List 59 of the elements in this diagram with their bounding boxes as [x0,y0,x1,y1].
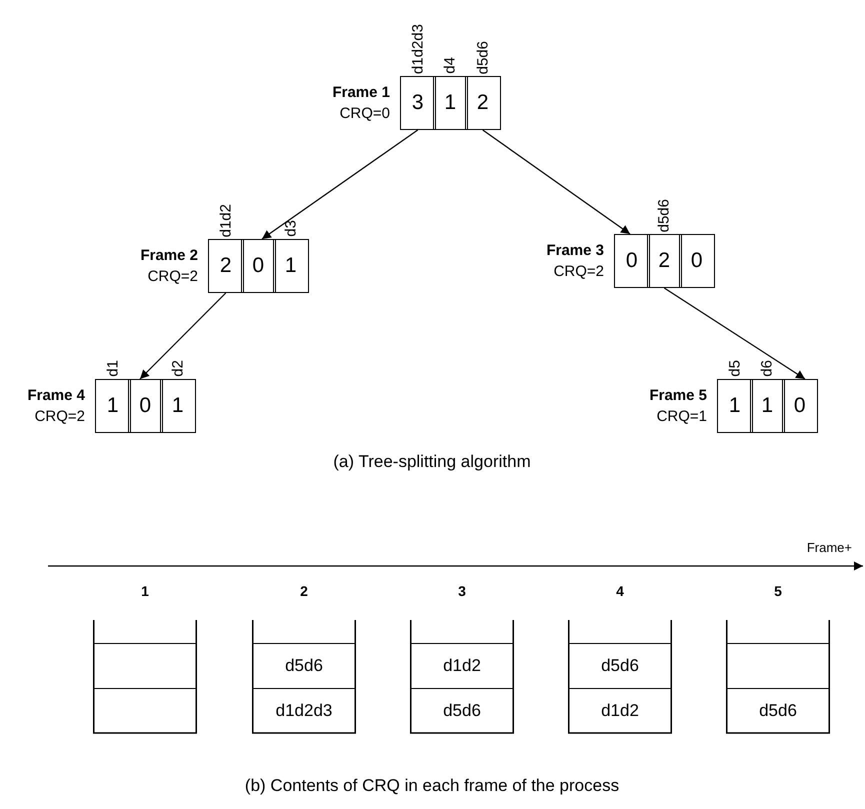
queue-count: CRQ=2 [34,407,85,427]
slot-counter [782,379,818,433]
frame-title: Frame 4 [26,386,85,406]
device-label: d2 [170,360,186,377]
counter-value: 2 [476,91,489,115]
arrow [664,288,806,380]
queue-entry: d5d6 [285,656,323,676]
arrow [482,130,630,234]
slot-counter [679,234,714,288]
queue-count: CRQ=2 [552,262,604,282]
device-label: d4 [442,57,458,74]
queue-count: CRQ=0 [338,104,390,124]
arrow [262,130,418,240]
axis-label: Frame+ [806,540,852,555]
device-label: d5d6 [475,40,490,74]
device-label: d1 [105,360,120,377]
device-label: d6 [760,360,775,377]
device-label: d1d2d3 [410,24,426,74]
frame-number: 3 [457,583,467,599]
slot-counter [240,239,276,293]
counter-value: 1 [761,394,774,418]
queue-count: CRQ=1 [656,407,707,427]
device-label: d5 [727,360,742,377]
frame-title: Frame 3 [545,241,604,261]
counter-value: 1 [728,394,741,418]
queue-entry: d1d2 [443,656,481,676]
device-label: d5d6 [656,198,672,232]
figure-caption: (b) Contents of CRQ in each frame of the process [244,776,620,796]
counter-value: 2 [658,249,670,273]
slot-counter [614,234,650,288]
counter-value: 1 [106,394,119,418]
queue-entry: d1d2 [601,701,639,721]
frame-number: 4 [615,583,625,599]
counter-value: 2 [220,254,232,278]
counter-value: 0 [690,249,703,273]
frame-title: Frame 1 [331,83,390,103]
counter-value: 0 [794,394,806,418]
frame-number: 1 [140,583,150,599]
device-label: d1d2 [218,204,234,237]
queue-entry: d5d6 [759,701,797,721]
figure-caption: (a) Tree-splitting algorithm [333,452,531,472]
counter-value: 1 [284,254,297,278]
frame-title: Frame 2 [139,246,198,266]
queue-entry: d1d2d3 [276,701,332,721]
counter-value: 0 [139,394,152,418]
counter-value: 0 [626,249,638,273]
frame-number: 2 [299,583,309,599]
device-label: d3 [283,220,298,237]
arrow [140,292,226,380]
queue-count: CRQ=2 [146,267,198,287]
frame-title: Frame 5 [648,386,707,406]
queue-entry: d5d6 [443,701,481,721]
slot-counter [128,379,163,433]
queue-entry: d5d6 [601,656,639,676]
counter-value: 0 [252,254,264,278]
frame-number: 5 [773,583,783,599]
counter-value: 1 [444,91,456,115]
counter-value: 3 [412,91,424,115]
counter-value: 1 [172,394,184,418]
